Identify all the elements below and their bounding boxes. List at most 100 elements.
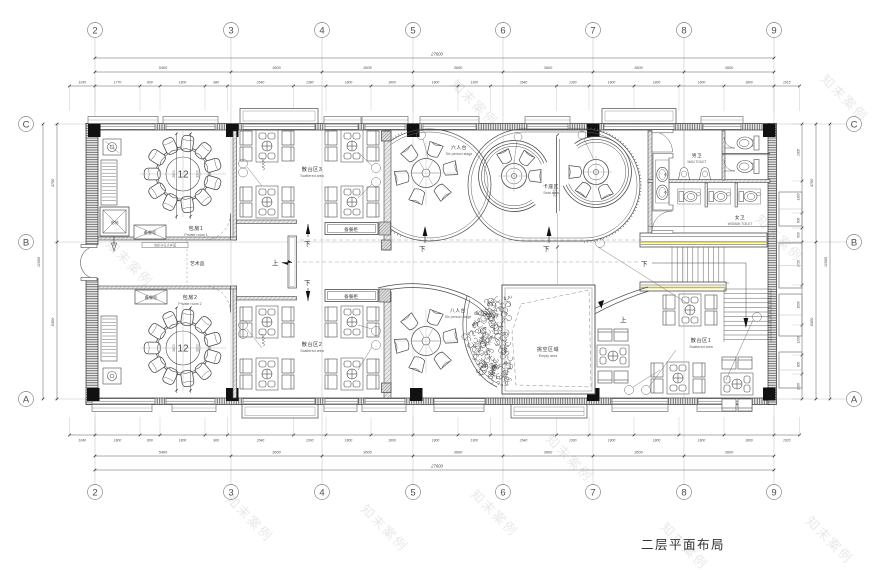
svg-text:1800: 1800 <box>698 439 706 443</box>
svg-text:下: 下 <box>304 240 311 248</box>
svg-text:4700: 4700 <box>810 178 814 187</box>
svg-text:Six person stage: Six person stage <box>446 152 473 156</box>
svg-text:1800: 1800 <box>432 81 440 85</box>
svg-text:1800: 1800 <box>432 439 440 443</box>
svg-text:挑空区域: 挑空区域 <box>537 346 559 353</box>
svg-text:卡座区: 卡座区 <box>543 183 559 190</box>
svg-text:5400: 5400 <box>159 451 168 455</box>
svg-text:800: 800 <box>147 81 153 85</box>
svg-text:6300: 6300 <box>810 317 814 326</box>
svg-text:1020: 1020 <box>783 439 791 443</box>
svg-text:男卫: 男卫 <box>692 153 702 159</box>
svg-text:Private room 1: Private room 1 <box>184 233 207 237</box>
svg-text:上: 上 <box>620 315 627 324</box>
svg-text:1800: 1800 <box>745 81 753 85</box>
svg-text:800: 800 <box>147 439 153 443</box>
svg-text:2600: 2600 <box>172 170 176 178</box>
svg-text:11000: 11000 <box>824 256 828 267</box>
svg-text:A: A <box>851 394 858 405</box>
svg-text:Empty area: Empty area <box>539 354 557 358</box>
svg-text:备餐柜: 备餐柜 <box>144 229 157 236</box>
svg-text:散台区2: 散台区2 <box>302 340 322 348</box>
svg-text:B: B <box>23 237 29 248</box>
svg-text:1800: 1800 <box>388 439 396 443</box>
svg-text:备餐柜: 备餐柜 <box>145 294 158 301</box>
svg-text:3600: 3600 <box>544 451 553 455</box>
svg-text:1015: 1015 <box>783 81 791 85</box>
svg-text:27600: 27600 <box>430 52 443 57</box>
svg-text:9: 9 <box>771 25 776 36</box>
svg-text:C: C <box>23 119 30 130</box>
svg-text:1800: 1800 <box>698 81 706 85</box>
svg-text:2: 2 <box>92 487 97 498</box>
svg-text:Scattered area: Scattered area <box>689 345 713 349</box>
svg-text:2600: 2600 <box>172 344 176 352</box>
svg-text:1800: 1800 <box>653 439 661 443</box>
svg-text:Seat area: Seat area <box>543 191 559 195</box>
svg-text:2640: 2640 <box>256 81 265 85</box>
svg-text:3600: 3600 <box>363 451 372 455</box>
svg-text:Scattered area: Scattered area <box>300 174 324 178</box>
svg-text:备餐柜: 备餐柜 <box>344 226 358 233</box>
svg-text:3600: 3600 <box>454 451 463 455</box>
svg-text:1300: 1300 <box>306 439 314 443</box>
svg-text:1380: 1380 <box>306 81 314 85</box>
svg-text:3600: 3600 <box>725 451 734 455</box>
svg-text:3600: 3600 <box>454 66 463 70</box>
svg-text:女卫: 女卫 <box>735 214 745 221</box>
svg-text:1800: 1800 <box>114 439 122 443</box>
svg-text:2: 2 <box>92 25 97 36</box>
svg-text:600: 600 <box>797 232 801 238</box>
svg-text:Six person stage: Six person stage <box>445 315 472 319</box>
svg-text:艺术品: 艺术品 <box>190 260 205 267</box>
svg-text:8: 8 <box>681 25 686 36</box>
svg-text:3600: 3600 <box>363 66 372 70</box>
svg-text:6: 6 <box>500 25 505 36</box>
svg-text:Scattered area: Scattered area <box>300 349 324 353</box>
svg-text:600: 600 <box>797 218 801 224</box>
svg-text:6: 6 <box>500 487 505 498</box>
svg-text:12: 12 <box>177 170 189 181</box>
svg-text:包房1: 包房1 <box>189 224 204 232</box>
svg-text:下: 下 <box>304 279 311 287</box>
svg-text:2640: 2640 <box>519 439 528 443</box>
svg-text:1800: 1800 <box>345 81 353 85</box>
svg-text:8: 8 <box>681 487 686 498</box>
svg-text:包房2: 包房2 <box>183 293 198 301</box>
svg-text:900: 900 <box>213 439 219 443</box>
svg-text:3: 3 <box>228 487 233 498</box>
svg-text:1300: 1300 <box>470 81 478 85</box>
svg-text:11000: 11000 <box>37 256 41 267</box>
svg-text:4: 4 <box>319 25 324 36</box>
svg-text:1300: 1300 <box>569 439 577 443</box>
svg-text:1800: 1800 <box>653 81 661 85</box>
svg-text:1800: 1800 <box>608 439 616 443</box>
svg-text:1040: 1040 <box>78 439 86 443</box>
svg-text:上: 上 <box>272 258 279 267</box>
svg-text:MAN TOILET: MAN TOILET <box>687 160 706 164</box>
svg-text:C: C <box>851 119 858 130</box>
svg-text:1770: 1770 <box>114 81 122 85</box>
svg-text:散台区1: 散台区1 <box>691 336 711 344</box>
svg-text:1800: 1800 <box>608 81 616 85</box>
svg-text:1300: 1300 <box>797 193 801 200</box>
svg-text:3600: 3600 <box>634 451 643 455</box>
svg-text:1720: 1720 <box>797 260 801 267</box>
svg-text:1600: 1600 <box>797 301 801 308</box>
svg-text:六人台: 六人台 <box>451 144 467 151</box>
svg-text:4: 4 <box>319 487 324 498</box>
svg-text:800: 800 <box>797 362 801 368</box>
svg-text:5400: 5400 <box>159 66 168 70</box>
svg-text:八人台: 八人台 <box>450 307 466 314</box>
svg-text:1800: 1800 <box>345 439 353 443</box>
svg-text:电梯: 电梯 <box>111 219 119 225</box>
svg-text:A: A <box>23 394 30 405</box>
svg-text:1800: 1800 <box>179 439 187 443</box>
svg-text:二层平面布局: 二层平面布局 <box>641 538 725 552</box>
svg-text:备餐柜: 备餐柜 <box>344 293 358 300</box>
svg-text:3600: 3600 <box>272 451 281 455</box>
svg-text:1800: 1800 <box>388 81 396 85</box>
svg-text:Private room 2: Private room 2 <box>178 302 201 306</box>
svg-text:1000: 1000 <box>797 383 801 390</box>
svg-text:散台区3: 散台区3 <box>302 165 322 173</box>
